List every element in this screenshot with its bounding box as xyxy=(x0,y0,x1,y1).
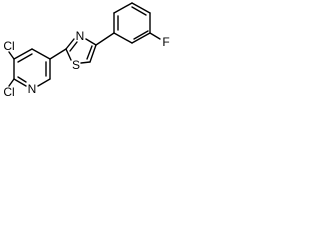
bond-thz-s-c2 xyxy=(65,48,72,61)
bond-thz-c4-c5 xyxy=(89,44,97,63)
atom-cl-bottom: Cl xyxy=(3,85,14,99)
bond-thz-ph xyxy=(95,32,115,46)
bond-c-f xyxy=(149,32,161,40)
bond-pyr-c5-c6 xyxy=(37,78,51,87)
atom-cl-left: Cl xyxy=(3,39,14,53)
bond-pyr-thz xyxy=(49,48,67,60)
bond-pyr-c2-c3 xyxy=(13,48,33,60)
bond-ph-2-3-double xyxy=(133,30,149,40)
atom-n-thiazole: N xyxy=(76,29,85,43)
bond-pyr-c3-c4 xyxy=(31,48,51,60)
structure-canvas: Cl N Cl N S F xyxy=(0,0,186,127)
atom-s-thiazole: S xyxy=(72,58,80,72)
bond-thz-c2-n-double xyxy=(69,41,78,52)
bond-c-cl-bottom xyxy=(8,78,15,87)
bond-ph-2-3 xyxy=(131,32,151,44)
bonds xyxy=(8,2,161,87)
bond-thz-c4-c5-double xyxy=(86,45,93,60)
bond-thz-c2-n xyxy=(65,38,75,50)
atom-labels: Cl N Cl N S F xyxy=(3,29,169,99)
bond-pyr-n-c6 xyxy=(13,78,27,87)
bond-thz-n-c4 xyxy=(85,38,97,46)
atom-n-pyridine: N xyxy=(28,82,37,96)
bond-ph-1-2 xyxy=(113,32,133,44)
bond-ph-4-5-double xyxy=(131,6,147,16)
bond-c-cl-left xyxy=(8,51,15,60)
bond-thz-c5-s xyxy=(80,61,91,64)
bond-pyr-n-c6-double xyxy=(17,76,27,83)
bond-ph-5-6 xyxy=(113,2,133,14)
atom-f: F xyxy=(162,35,169,49)
chemical-structure: Cl N Cl N S F xyxy=(3,2,170,99)
bond-ph-4-5 xyxy=(131,2,151,14)
bond-pyr-c2-c3-double xyxy=(17,53,33,63)
